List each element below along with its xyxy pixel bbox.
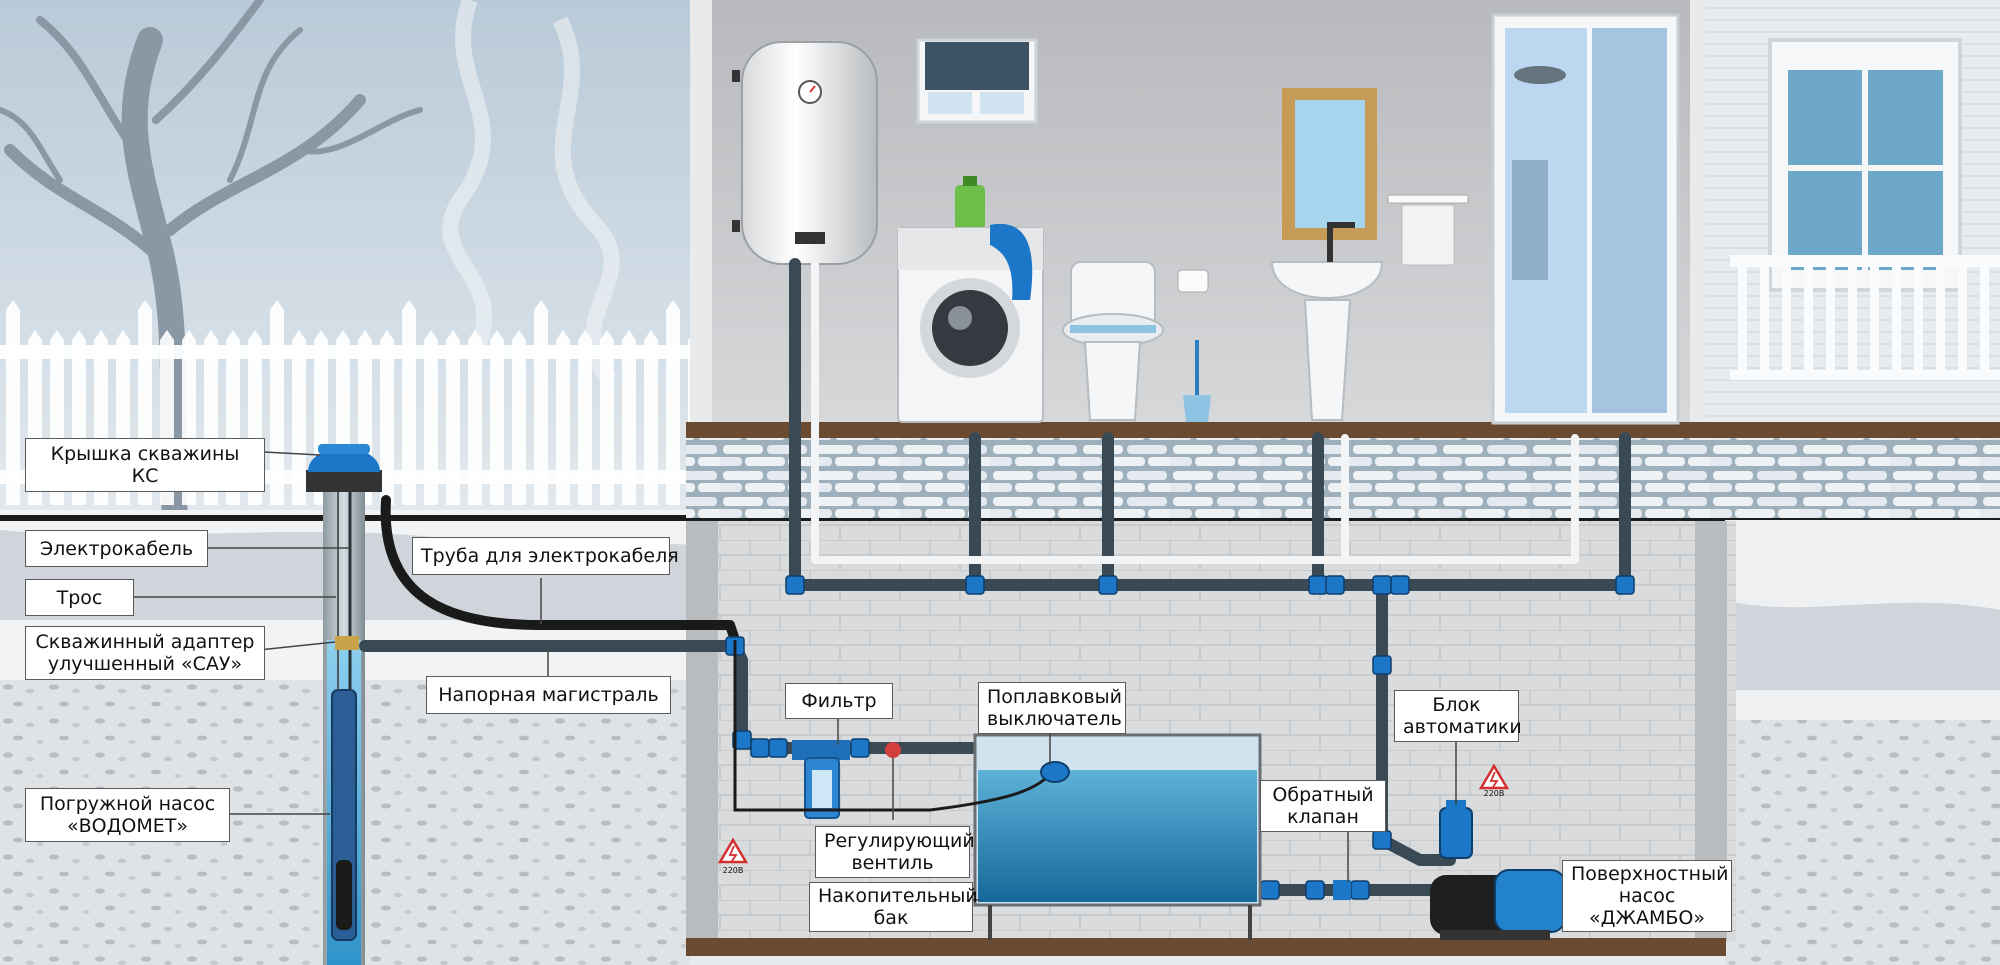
fence-picket bbox=[666, 300, 680, 505]
window-with-blinds bbox=[916, 38, 1038, 124]
railing-baluster bbox=[1760, 267, 1769, 370]
railing-balusters bbox=[1738, 267, 1989, 370]
fence-picket bbox=[644, 330, 658, 505]
porch-railing bbox=[1730, 255, 2000, 380]
water-heater-boiler bbox=[732, 41, 878, 265]
basement-floor bbox=[686, 938, 1726, 956]
railing-baluster bbox=[1738, 267, 1747, 370]
railing-baluster bbox=[1782, 267, 1791, 370]
pipe-fitting bbox=[1350, 880, 1370, 900]
pipe-fitting bbox=[1372, 830, 1392, 850]
fence-picket bbox=[512, 330, 526, 505]
pipe-fitting bbox=[750, 738, 770, 758]
washing-machine bbox=[897, 223, 1044, 423]
pipe-fitting bbox=[1098, 575, 1118, 595]
pipe-fitting bbox=[1308, 575, 1328, 595]
pipe-fitting bbox=[768, 738, 788, 758]
fence-picket bbox=[6, 300, 20, 505]
label-automation-unit: Блок автоматики bbox=[1394, 690, 1522, 742]
mirror bbox=[1282, 88, 1377, 240]
fence-picket bbox=[292, 330, 306, 505]
railing-baluster bbox=[1936, 267, 1945, 370]
control-cable bbox=[733, 640, 930, 812]
voltage-label-right: 220В bbox=[1484, 789, 1505, 798]
label-electric-cable: Электрокабель bbox=[25, 530, 208, 567]
pipe-fitting bbox=[1390, 575, 1410, 595]
voltage-sign-left bbox=[717, 837, 749, 864]
detergent-bottle bbox=[955, 176, 985, 230]
fence-picket bbox=[424, 330, 438, 505]
fence-picket bbox=[380, 330, 394, 505]
fence-picket bbox=[600, 330, 614, 505]
fence-picket bbox=[534, 300, 548, 505]
label-rope: Трос bbox=[25, 579, 134, 616]
fence-picket bbox=[490, 330, 504, 505]
label-well-adapter: Скважинный адаптер улучшенный «САУ» bbox=[25, 626, 265, 680]
label-well-cap: Крышка скважины КС bbox=[25, 438, 265, 492]
fence-picket bbox=[270, 300, 284, 505]
pipe-fitting bbox=[1372, 655, 1392, 675]
label-cable-pipe: Труба для электрокабеля bbox=[412, 537, 679, 575]
label-pressure-main: Напорная магистраль bbox=[426, 676, 671, 714]
background-trees bbox=[442, 0, 620, 386]
sink bbox=[1270, 222, 1384, 421]
storage-tank bbox=[973, 733, 1262, 940]
pipe-network bbox=[359, 258, 1631, 896]
fence-picket bbox=[578, 330, 592, 505]
railing-baluster bbox=[1958, 267, 1967, 370]
left-wall-edge bbox=[690, 0, 712, 425]
fence-picket bbox=[446, 330, 460, 505]
railing-baluster bbox=[1892, 267, 1901, 370]
fence-picket bbox=[402, 300, 416, 505]
voltage-sign-right bbox=[1478, 763, 1510, 790]
pipe-fitting bbox=[1305, 880, 1325, 900]
pipe-fitting bbox=[1325, 575, 1345, 595]
float-switch bbox=[929, 761, 1070, 812]
railing-baluster bbox=[1870, 267, 1879, 370]
voltage-label-left: 220В bbox=[723, 866, 744, 875]
label-surface-pump: Поверхностный насос «ДЖАМБО» bbox=[1562, 860, 1732, 932]
toilet bbox=[1062, 261, 1164, 421]
pipe-fitting bbox=[965, 575, 985, 595]
pipe-fitting bbox=[850, 738, 870, 758]
pipe-fittings bbox=[725, 575, 1635, 900]
automation-unit bbox=[1439, 800, 1473, 859]
pipe-fitting bbox=[1372, 575, 1392, 595]
toilet-brush bbox=[1183, 340, 1211, 422]
label-check-valve: Обратный клапан bbox=[1260, 780, 1386, 832]
surface-pump-jumbo bbox=[1430, 869, 1566, 940]
railing-baluster bbox=[1980, 267, 1989, 370]
right-drift bbox=[1725, 600, 2000, 690]
well-cap bbox=[306, 444, 382, 492]
label-float-switch: Поплавковый выключатель bbox=[978, 682, 1126, 734]
pipe-fitting bbox=[1260, 880, 1280, 900]
bathroom-shelf bbox=[1387, 194, 1469, 266]
label-submersible-pump: Погружной насос «ВОДОМЕТ» bbox=[25, 788, 230, 842]
pipe-fitting bbox=[1615, 575, 1635, 595]
railing-baluster bbox=[1914, 267, 1923, 370]
shower-cabin bbox=[1491, 13, 1680, 425]
label-regulating-valve: Регулирующий вентиль bbox=[815, 826, 975, 878]
check-valve bbox=[1333, 880, 1351, 900]
railing-baluster bbox=[1804, 267, 1813, 370]
basement-left-pillar bbox=[686, 521, 718, 941]
label-storage-tank: Накопительный бак bbox=[809, 882, 978, 932]
toilet-paper bbox=[1177, 269, 1209, 293]
label-filter: Фильтр bbox=[785, 683, 893, 719]
fence-picket bbox=[468, 330, 482, 505]
fence-picket bbox=[556, 330, 570, 505]
railing-baluster bbox=[1826, 267, 1835, 370]
filter-housing bbox=[792, 740, 850, 819]
regulating-valve bbox=[885, 742, 901, 758]
floor-slab bbox=[686, 422, 2000, 438]
railing-baluster bbox=[1848, 267, 1857, 370]
submersible-pump-motor bbox=[336, 860, 352, 930]
pipe-fitting bbox=[785, 575, 805, 595]
house-window bbox=[1768, 38, 1962, 292]
well-adapter-brass bbox=[335, 636, 359, 650]
fence-picket bbox=[622, 330, 636, 505]
right-gravel bbox=[1725, 720, 2000, 965]
